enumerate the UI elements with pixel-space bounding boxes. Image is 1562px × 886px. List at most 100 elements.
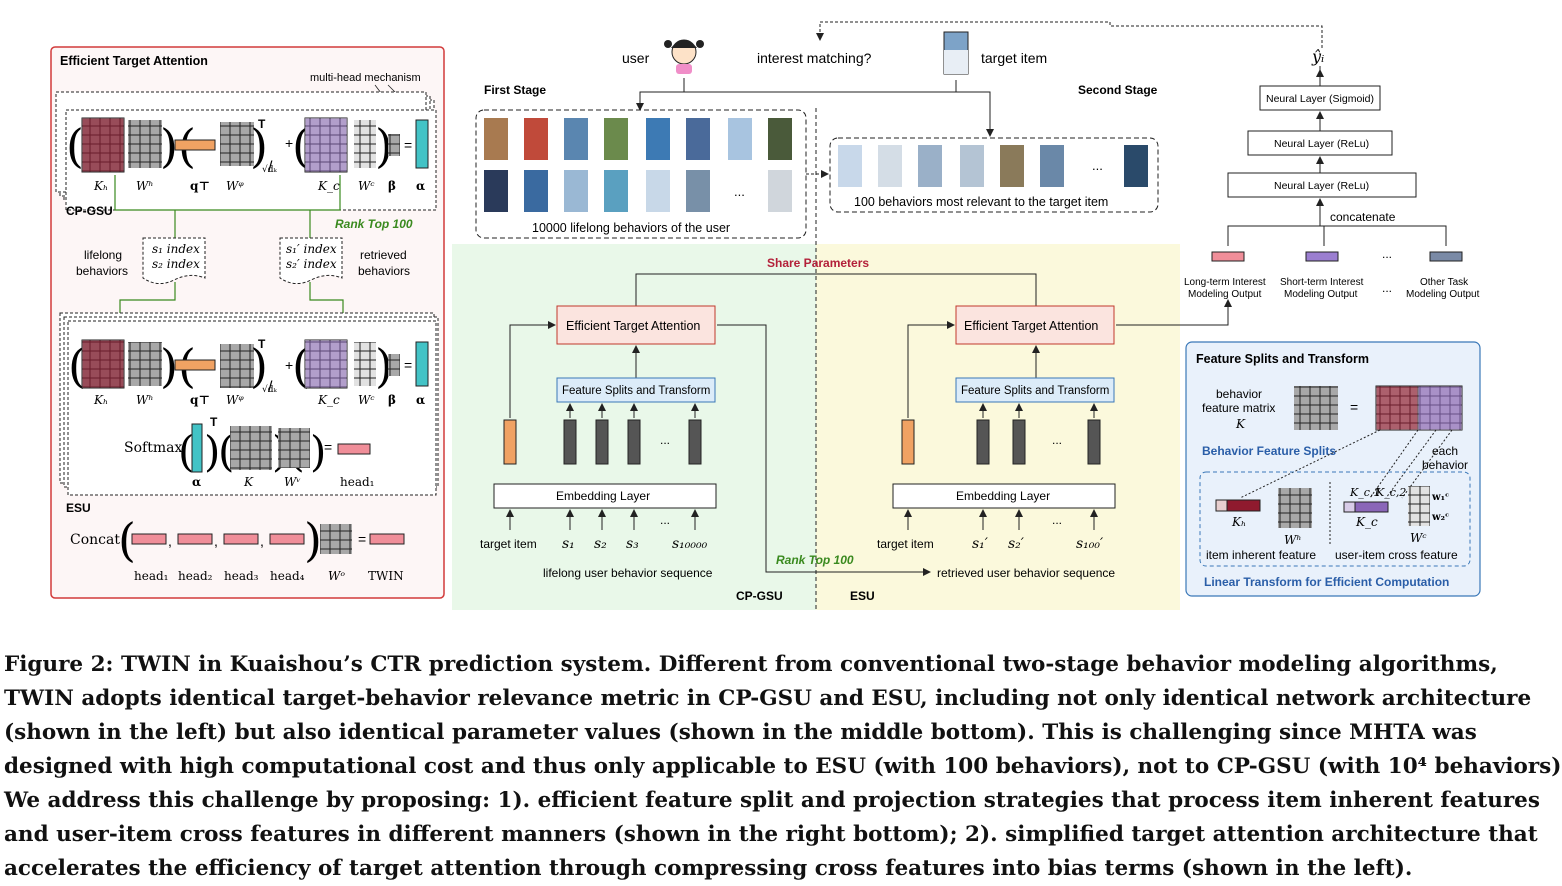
svg-text:/: / bbox=[268, 379, 273, 396]
esu-s1p: s₁′ bbox=[972, 536, 989, 552]
concat-head2: head₂ bbox=[178, 569, 213, 583]
svg-text:(: ( bbox=[68, 339, 86, 393]
softmax-head1: head₁ bbox=[340, 475, 374, 489]
fst-splits: Behavior Feature Splits bbox=[1202, 444, 1336, 458]
svg-text:T: T bbox=[258, 117, 266, 131]
concat-head3: head₃ bbox=[224, 569, 259, 583]
cpgsu-Wh: Wʰ bbox=[136, 179, 154, 193]
cpgsu-label: CP-GSU bbox=[66, 204, 113, 218]
fst-Kc1: K_c,1 bbox=[1349, 486, 1380, 499]
cpgsu-beta: β bbox=[388, 179, 396, 193]
share-params: Share Parameters bbox=[767, 256, 869, 270]
other-task-vector bbox=[1429, 251, 1463, 262]
relevant-caption: 100 behaviors most relevant to the targe… bbox=[854, 195, 1108, 209]
cpgsu-target-item: target item bbox=[480, 537, 537, 551]
lifelong-ellipsis: ... bbox=[734, 184, 745, 199]
svg-text:=: = bbox=[1350, 399, 1358, 415]
svg-text:): ) bbox=[250, 119, 268, 173]
middle-esu-label: ESU bbox=[850, 589, 875, 603]
svg-text:): ) bbox=[375, 119, 393, 173]
relu1-label: Neural Layer (ReLu) bbox=[1274, 138, 1369, 150]
left-rank-top: Rank Top 100 bbox=[335, 217, 413, 231]
svg-text:,: , bbox=[214, 533, 218, 549]
fst-K: K bbox=[1235, 417, 1246, 431]
relu2-label: Neural Layer (ReLu) bbox=[1274, 180, 1369, 192]
concat-twin: TWIN bbox=[368, 569, 404, 583]
y-hat: ŷᵢ bbox=[1311, 47, 1324, 66]
top-user: user bbox=[622, 50, 650, 66]
fst-Wh: Wʰ bbox=[1284, 533, 1302, 547]
left-panel-title: Efficient Target Attention bbox=[60, 54, 208, 68]
esu-fst-box bbox=[955, 377, 1115, 403]
left-behaviors-2: behaviors bbox=[358, 264, 410, 278]
figure-caption: Figure 2: TWIN in Kuaishou’s CTR predict… bbox=[4, 648, 1562, 886]
esu-beta: β bbox=[388, 393, 396, 407]
relevant-ellipsis: ... bbox=[1092, 158, 1103, 173]
right-dots-2: ... bbox=[1382, 281, 1392, 295]
concat-label: Concat bbox=[70, 532, 120, 548]
esu-Kc: K_c bbox=[317, 393, 340, 407]
cpgsu-embedding-box bbox=[493, 483, 717, 509]
esu-sqrtdk: √dₖ bbox=[262, 384, 277, 395]
cpgsu-qT: q⊤ bbox=[190, 179, 210, 193]
svg-text:(: ( bbox=[118, 513, 136, 567]
short-term-line2: Modeling Output bbox=[1284, 289, 1358, 300]
esu-equation: ( )( ) T / + ( ) = bbox=[68, 337, 429, 396]
cpgsu-Kc: K_c bbox=[317, 179, 340, 193]
caption-line-7: accelerates the efficiency of target att… bbox=[4, 856, 1413, 881]
relevant-box bbox=[829, 137, 1159, 213]
esu-embedding-label: Embedding Layer bbox=[956, 489, 1050, 503]
sigmoid-label: Neural Layer (Sigmoid) bbox=[1266, 93, 1374, 105]
cpgsu-eta-box bbox=[556, 305, 716, 345]
concatenate-label: concatenate bbox=[1330, 210, 1396, 224]
middle-rank-top: Rank Top 100 bbox=[776, 553, 854, 567]
esu-eta-box bbox=[955, 305, 1115, 345]
caption-line-2: TWIN adopts identical target-behavior re… bbox=[4, 686, 1532, 711]
svg-text:): ) bbox=[204, 427, 220, 476]
fst-inner-box bbox=[1199, 471, 1471, 567]
concat-Wo: Wᵒ bbox=[328, 569, 345, 583]
svg-text:=: = bbox=[358, 531, 366, 547]
cpgsu-alpha: α bbox=[416, 179, 425, 193]
lifelong-thumbnails bbox=[484, 118, 792, 212]
esu-Kh: Kₕ bbox=[93, 393, 108, 407]
concat-head1: head₁ bbox=[134, 569, 168, 583]
svg-text:+: + bbox=[285, 357, 293, 373]
second-stage: Second Stage bbox=[1078, 83, 1158, 97]
concat-head4: head₄ bbox=[270, 569, 305, 583]
svg-text:,: , bbox=[260, 533, 264, 549]
svg-text:+: + bbox=[285, 135, 293, 151]
left-s1-index: s₁ index bbox=[152, 242, 200, 256]
esu-fst-label: Feature Splits and Transform bbox=[961, 385, 1109, 397]
esu-panel-bg bbox=[816, 244, 1180, 610]
fst-item-inherent: item inherent feature bbox=[1206, 548, 1316, 562]
user-avatar-icon bbox=[664, 39, 704, 74]
cpgsu-s10000: s₁₀₀₀₀ bbox=[672, 536, 708, 552]
left-retrieved: retrieved bbox=[360, 248, 407, 262]
esu-seq-dots: ... bbox=[1052, 513, 1062, 527]
top-target-item: target item bbox=[981, 50, 1047, 66]
fst-behavior: behavior bbox=[1216, 387, 1262, 401]
svg-text:(: ( bbox=[178, 427, 194, 476]
cpgsu-col-dots: ... bbox=[660, 433, 670, 447]
caption-line-6: and user-item cross features in differen… bbox=[4, 822, 1538, 847]
long-term-line2: Modeling Output bbox=[1188, 289, 1262, 300]
cpgsu-eta-label: Efficient Target Attention bbox=[566, 319, 700, 333]
svg-text:): ) bbox=[375, 339, 393, 393]
caption-line-5: We address this challenge by proposing: … bbox=[4, 788, 1540, 813]
caption-line-4: designed with high computational cost an… bbox=[4, 754, 1562, 779]
lifelong-seq-label: lifelong user behavior sequence bbox=[543, 566, 713, 580]
cpgsu-embedding-columns bbox=[503, 419, 702, 465]
cpgsu-sqrtdk: √dₖ bbox=[262, 164, 277, 175]
sigmoid-box bbox=[1259, 85, 1381, 111]
esu-embedding-columns bbox=[901, 419, 1101, 465]
short-term-vector bbox=[1305, 251, 1339, 262]
svg-text:,: , bbox=[168, 533, 172, 549]
fst-Kc2: K_c,2 bbox=[1375, 486, 1406, 499]
cpgsu-equation: ( )( ) T / + ( ) = bbox=[66, 117, 429, 176]
svg-text:(: ( bbox=[66, 119, 84, 173]
top-interest: interest matching? bbox=[757, 50, 872, 66]
fst-w1c: w₁ᶜ bbox=[1431, 492, 1449, 503]
fst-Kh: Kₕ bbox=[1231, 515, 1246, 529]
svg-text:/: / bbox=[268, 159, 273, 176]
